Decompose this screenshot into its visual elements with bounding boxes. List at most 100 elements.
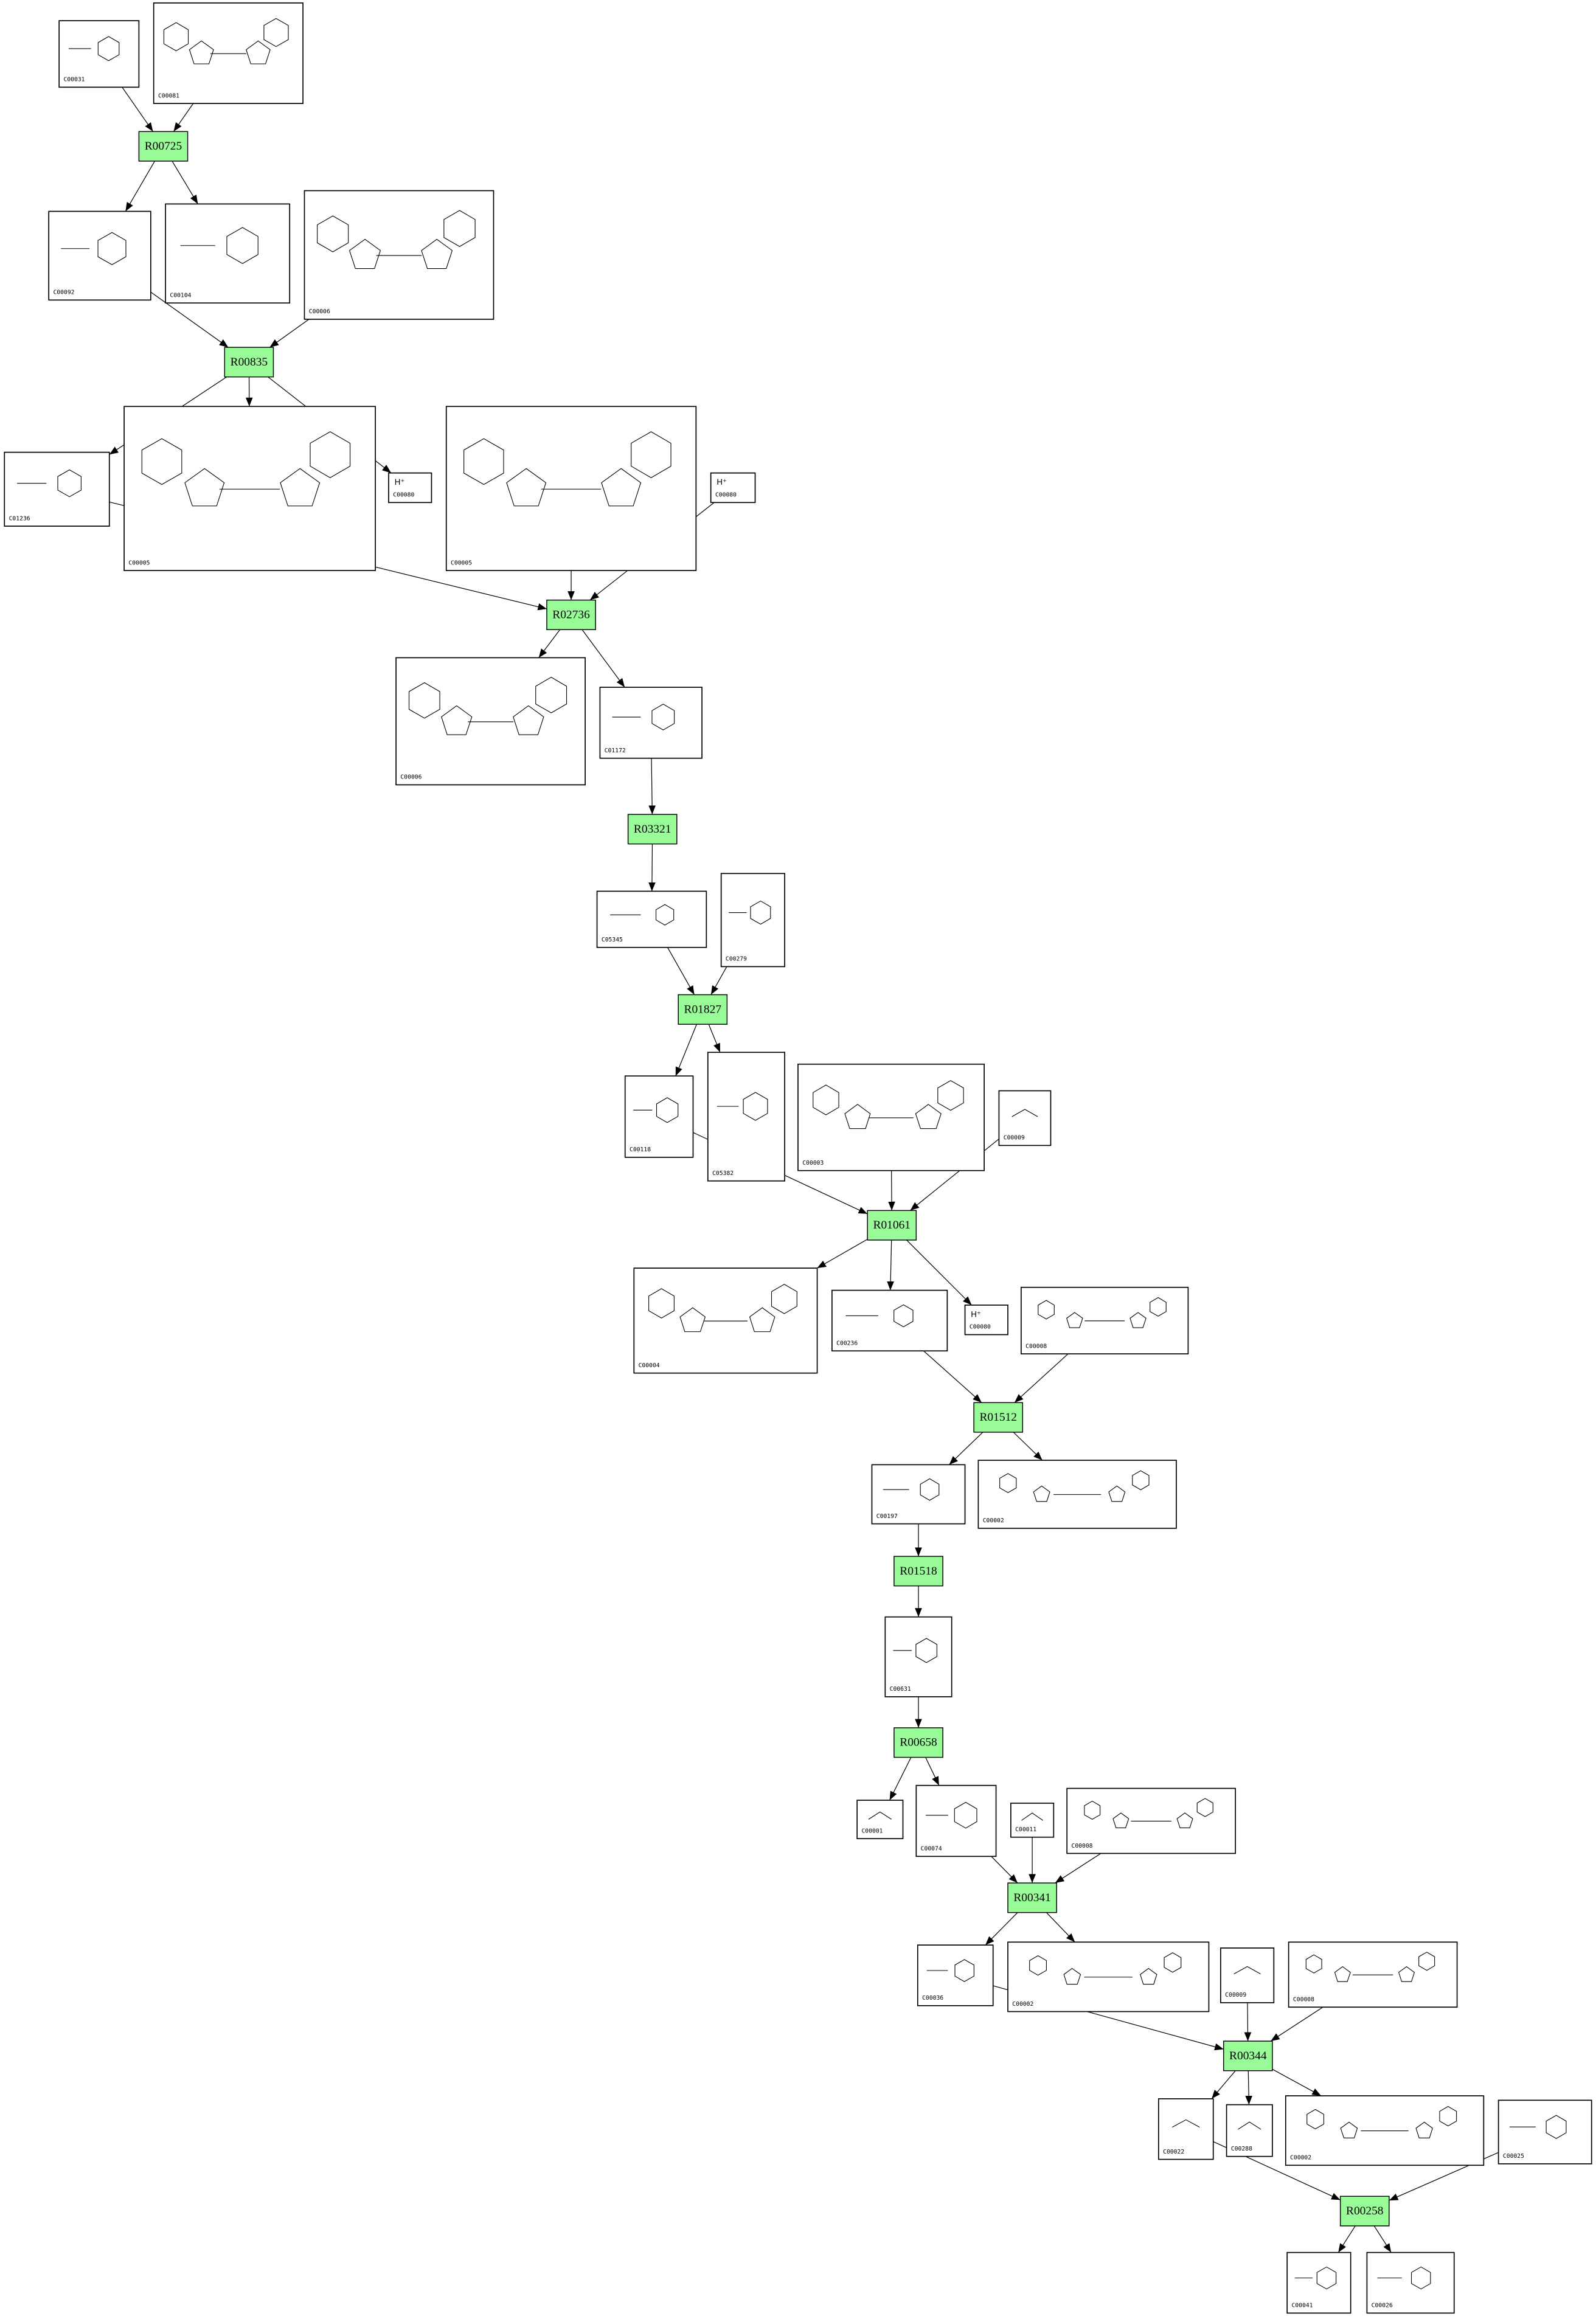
chemical-structure-icon [729,900,771,925]
reaction-edge [538,629,561,658]
compound-id: C00080 [970,1324,991,1331]
compound-id: C00002 [983,1517,1004,1524]
reaction-box [678,994,728,1025]
compound-box [1226,2104,1273,2157]
reaction-id: R01512 [979,1411,1017,1424]
compound-node[interactable]: C00031 [58,20,140,88]
reaction-node[interactable]: R01061 [867,1210,917,1241]
reaction-id: R00835 [231,356,268,369]
compound-node[interactable]: C05345 [596,890,707,948]
compound-node[interactable]: C00008 [1066,1787,1237,1854]
reaction-node[interactable]: R00658 [893,1727,943,1758]
compound-node[interactable]: C00006 [304,190,494,320]
compound-id: C00025 [1503,2153,1524,2160]
reaction-id: R01827 [684,1003,722,1016]
compound-node[interactable]: C00011 [1010,1803,1055,1838]
compound-node[interactable]: C00005 [123,406,376,571]
reaction-edge [710,966,727,995]
reaction-id: R00341 [1013,1891,1051,1904]
reaction-edge [122,87,154,132]
reaction-node[interactable]: R00344 [1223,2040,1273,2071]
reaction-edge [173,103,194,132]
compound-node[interactable]: C00288 [1226,2104,1273,2157]
compound-id: C00009 [1004,1135,1025,1142]
compound-box [596,890,707,948]
reaction-node[interactable]: R01512 [973,1402,1024,1433]
compound-node[interactable]: C00002 [977,1460,1177,1529]
compound-node[interactable]: C00004 [633,1267,818,1374]
compound-node[interactable]: C00008 [1288,1941,1458,2008]
compound-node[interactable]: C00118 [624,1075,694,1158]
reaction-box [867,1210,917,1241]
compound-node[interactable]: C00236 [831,1289,948,1352]
reaction-box [546,599,596,630]
reaction-node[interactable]: R00258 [1339,2196,1390,2227]
reaction-node[interactable]: R01827 [678,994,728,1025]
compound-node[interactable]: C00002 [1285,2095,1485,2166]
compound-node[interactable]: H⁺C00080 [710,472,756,504]
compound-box [831,1289,948,1352]
compound-box [797,1063,985,1171]
compound-node[interactable]: C05382 [707,1052,785,1182]
compound-node[interactable]: C00092 [48,210,151,301]
compound-box [4,451,110,527]
reaction-node[interactable]: R00725 [138,131,189,162]
compound-box [123,406,376,571]
compound-node[interactable]: C00197 [871,1464,966,1525]
reaction-box [627,814,678,845]
reaction-node[interactable]: R00341 [1007,1882,1057,1913]
compound-node[interactable]: C00025 [1497,2099,1592,2165]
chemical-structure-icon [926,1801,977,1829]
compound-node[interactable]: C00009 [998,1090,1052,1146]
chemical-structure-icon [633,1097,679,1123]
compound-node[interactable]: C00001 [856,1800,904,1840]
compound-node[interactable]: C00005 [445,406,697,571]
reaction-edge [1244,2002,1252,2042]
compound-box [165,203,291,304]
compound-node[interactable]: C00006 [395,657,586,786]
chemical-structure-icon [612,704,675,730]
compound-node[interactable]: C00026 [1366,2251,1455,2314]
compound-node[interactable]: C00041 [1286,2251,1351,2314]
compound-node[interactable]: C00003 [797,1063,985,1171]
compound-node[interactable]: C00008 [1021,1286,1189,1354]
compound-node[interactable]: C00036 [917,1944,994,2006]
compound-node[interactable]: C00002 [1007,1941,1210,2012]
compound-node[interactable]: C00631 [884,1616,952,1697]
compound-formula: H⁺ [716,477,727,487]
chemical-structure-icon [868,1811,892,1820]
compound-box [998,1090,1052,1146]
reaction-node[interactable]: R00835 [224,347,274,378]
reaction-edge [1013,1432,1043,1461]
compound-id: C00036 [922,1995,943,2002]
compound-id: C00005 [451,560,472,566]
compound-node[interactable]: C00081 [153,2,304,104]
compound-node[interactable]: H⁺C00080 [964,1305,1008,1336]
reaction-edge [949,1432,984,1465]
reaction-node[interactable]: R03321 [627,814,678,845]
compound-box [1497,2099,1592,2165]
reaction-node[interactable]: R01518 [893,1556,943,1587]
compound-box [871,1464,966,1525]
compound-box [48,210,151,301]
compound-box [58,20,140,88]
compound-id: C00279 [726,956,747,963]
compound-id: C05382 [712,1170,734,1177]
compound-node[interactable]: C00009 [1220,1947,1275,2003]
reaction-edge [667,947,695,995]
compound-node[interactable]: C00279 [720,873,785,968]
compound-id: C00031 [63,77,85,83]
compound-node[interactable]: C00074 [915,1784,997,1857]
compound-node[interactable]: C00022 [1157,2098,1214,2160]
compound-node[interactable]: C00104 [165,203,291,304]
reaction-node[interactable]: R02736 [546,599,596,630]
compound-node[interactable]: C01172 [599,687,703,759]
compound-box [1220,1947,1275,2003]
reaction-edge [269,319,310,348]
chemical-structure-icon [1029,1952,1182,1985]
compound-node[interactable]: C01236 [4,451,110,527]
compound-box [395,657,586,786]
reaction-edge [925,1757,940,1786]
compound-formula: H⁺ [395,477,405,487]
compound-node[interactable]: H⁺C00080 [388,472,432,504]
